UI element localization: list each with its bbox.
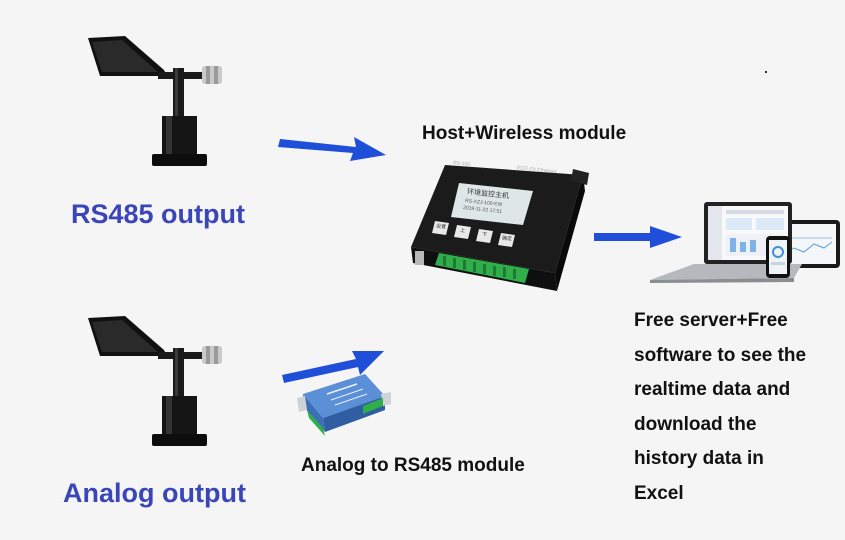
decorative-dot (765, 71, 767, 73)
description-line: Free server+Free (634, 310, 788, 331)
analog-module-label: Analog to RS485 module (301, 455, 525, 476)
host-device: 环境监控主机 RS-XZJ-100-EW 2019-11-22 17:51 EC… (405, 155, 590, 305)
analog-output-label: Analog output (63, 478, 246, 508)
wind-vane-top (70, 30, 240, 170)
host-button-1: 设置 (435, 223, 447, 231)
arrow-top-right-icon (276, 125, 391, 165)
description-line: software to see the (634, 344, 807, 366)
client-devices (648, 198, 843, 283)
description-line: download the (634, 413, 757, 435)
description-line: history data in (634, 448, 764, 469)
host-button-2: 上 (459, 227, 466, 235)
arrow-right-icon (592, 224, 684, 250)
rs485-output-label: RS485 output (71, 199, 246, 229)
host-button-3: 下 (481, 231, 488, 239)
description-line: realtime data and (634, 379, 791, 400)
wind-vane-bottom (70, 310, 240, 450)
analog-module-device (293, 370, 393, 445)
host-module-label: Host+Wireless module (422, 123, 627, 144)
description-block: Free server+Free software to see the rea… (634, 304, 806, 511)
arrow-up-right-icon (278, 345, 388, 385)
host-button-4: 确定 (501, 235, 513, 243)
description-line: Excel (634, 482, 684, 504)
